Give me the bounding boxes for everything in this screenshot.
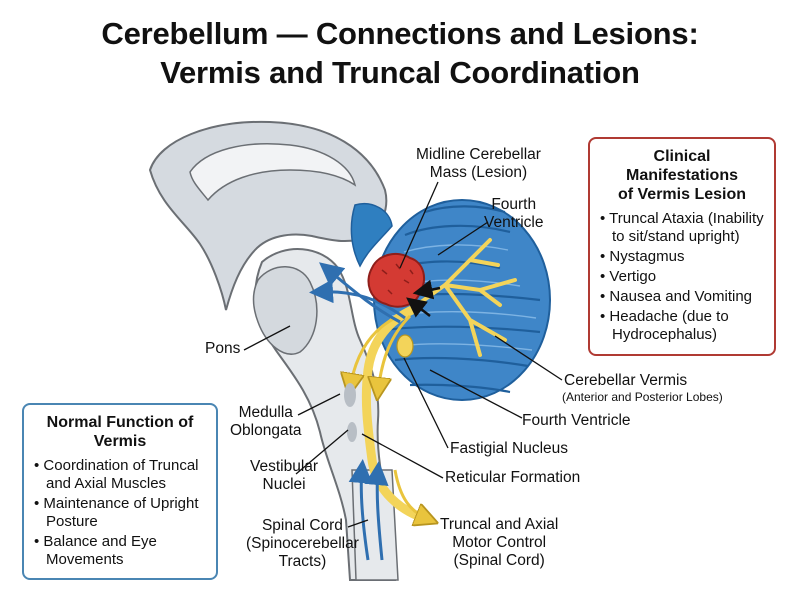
label-midline-mass-line-1: Midline Cerebellar bbox=[416, 146, 541, 163]
clinical-item: Nausea and Vomiting bbox=[600, 288, 764, 306]
diagram-title: Cerebellum — Connections and Lesions: Ve… bbox=[0, 14, 800, 92]
title-line-1: Cerebellum — Connections and Lesions: bbox=[101, 16, 699, 51]
label-medulla: Medulla Oblongata bbox=[230, 404, 302, 440]
label-fourth-ventricle-top-line-1: Fourth bbox=[491, 196, 537, 213]
clinical-box-title-line-1: Clinical Manifestations bbox=[625, 148, 738, 184]
label-fourth-ventricle-right: Fourth Ventricle bbox=[522, 412, 631, 429]
blue-arrow-2 bbox=[319, 262, 401, 324]
leader-pons bbox=[243, 325, 291, 351]
clinical-item: Nystagmus bbox=[600, 248, 764, 266]
label-vermis: Cerebellar Vermis bbox=[564, 372, 687, 390]
clinical-box-list: Truncal Ataxia (Inability to sit/stand u… bbox=[600, 210, 764, 344]
blue-arrow-4 bbox=[364, 461, 389, 561]
label-fourth-ventricle-top: Fourth Ventricle bbox=[484, 196, 543, 232]
yellow-pathway-arrow-c bbox=[393, 469, 430, 520]
normal-item: Coordination of Truncal and Axial Muscle… bbox=[34, 457, 206, 493]
compression-arrow-1 bbox=[412, 279, 441, 300]
leader-midline-mass bbox=[399, 181, 439, 269]
label-truncal-line-1: Truncal and Axial bbox=[440, 516, 559, 533]
normal-item: Maintenance of Upright Posture bbox=[34, 495, 206, 531]
compression-arrow-2 bbox=[406, 297, 431, 318]
label-spinal-cord-line-2: (Spinocerebellar bbox=[246, 535, 359, 552]
label-vermis-line-1: Cerebellar Vermis bbox=[564, 372, 688, 389]
blue-arrow-1 bbox=[309, 279, 406, 320]
label-spinal-cord-line-3: Tracts) bbox=[278, 553, 327, 570]
fourth-ventricle-cavity bbox=[350, 203, 393, 268]
label-spinal-cord: Spinal Cord (Spinocerebellar Tracts) bbox=[246, 517, 359, 571]
label-medulla-line-1: Medulla bbox=[238, 404, 293, 421]
label-truncal-line-3: (Spinal Cord) bbox=[453, 552, 545, 569]
normal-box-title-line-1: Normal Function of bbox=[46, 414, 194, 431]
blue-arrow-3 bbox=[348, 459, 373, 561]
leader-lines bbox=[243, 181, 563, 528]
label-spinal-cord-line-1: Spinal Cord bbox=[261, 517, 343, 534]
leader-medulla bbox=[297, 393, 341, 416]
label-truncal-line-2: Motor Control bbox=[452, 534, 547, 551]
normal-box-title-line-2: Vermis bbox=[93, 433, 147, 450]
clinical-box-title-line-2: of Vermis Lesion bbox=[617, 186, 747, 203]
clinical-box-title: Clinical Manifestations of Vermis Lesion bbox=[600, 147, 764, 204]
label-vermis-sub: (Anterior and Posterior Lobes) bbox=[562, 390, 723, 404]
normal-function-box: Normal Function of Vermis Coordination o… bbox=[22, 403, 218, 580]
label-vestibular: Vestibular Nuclei bbox=[250, 458, 318, 494]
normal-box-list: Coordination of Truncal and Axial Muscle… bbox=[34, 457, 206, 569]
yellow-pathway-arrow-a bbox=[350, 316, 396, 388]
label-reticular: Reticular Formation bbox=[445, 469, 581, 486]
leader-fourth-ventricle-right bbox=[429, 369, 523, 419]
leader-vestibular bbox=[295, 429, 349, 475]
label-vestibular-line-1: Vestibular bbox=[250, 458, 319, 475]
leader-vermis bbox=[494, 335, 563, 381]
clinical-item: Vertigo bbox=[600, 268, 764, 286]
vestibular-nucleus-shape bbox=[344, 383, 356, 407]
title-line-2: Vermis and Truncal Coordination bbox=[160, 55, 640, 90]
lesion-texture bbox=[381, 263, 414, 295]
label-fourth-ventricle-top-line-2: Ventricle bbox=[484, 214, 544, 231]
label-truncal: Truncal and Axial Motor Control (Spinal … bbox=[440, 516, 558, 570]
leader-spinal bbox=[347, 519, 369, 528]
leader-fourth-ventricle-top bbox=[437, 221, 489, 256]
normal-item: Balance and Eye Movements bbox=[34, 533, 206, 569]
spinal-cord-shape bbox=[351, 469, 399, 581]
yellow-pathway-arrow-b bbox=[378, 314, 412, 392]
reticular-shape bbox=[347, 422, 357, 442]
label-vestibular-line-2: Nuclei bbox=[262, 476, 306, 493]
label-fastigial: Fastigial Nucleus bbox=[450, 440, 569, 457]
label-pons: Pons bbox=[205, 340, 241, 357]
leader-fastigial bbox=[403, 357, 449, 449]
arbor-vitae bbox=[408, 238, 517, 357]
label-medulla-line-2: Oblongata bbox=[230, 422, 302, 439]
lesion-mass bbox=[367, 252, 426, 308]
clinical-item: Headache (due to Hydrocephalus) bbox=[600, 308, 764, 344]
leader-reticular bbox=[361, 433, 444, 479]
pons-bulge bbox=[252, 266, 318, 355]
label-midline-mass-line-2: Mass (Lesion) bbox=[429, 164, 528, 181]
label-midline-mass: Midline Cerebellar Mass (Lesion) bbox=[416, 146, 541, 182]
normal-box-title: Normal Function of Vermis bbox=[34, 413, 206, 451]
fastigial-nucleus-shape bbox=[396, 334, 414, 358]
clinical-item: Truncal Ataxia (Inability to sit/stand u… bbox=[600, 210, 764, 246]
clinical-manifestations-box: Clinical Manifestations of Vermis Lesion… bbox=[588, 137, 776, 356]
yellow-pathway-main bbox=[361, 305, 435, 525]
corpus-callosum bbox=[189, 142, 357, 202]
